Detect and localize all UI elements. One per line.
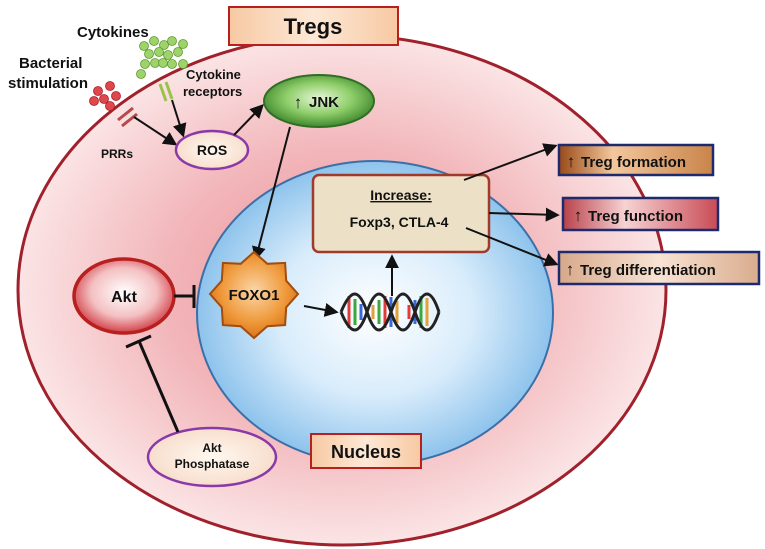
ros-label: ROS	[197, 142, 227, 158]
bacteria-molecules	[89, 81, 121, 111]
outcome-differentiation-arrow: ↑	[566, 260, 575, 279]
outcome-formation-arrow: ↑	[567, 152, 576, 171]
nucleus-label: Nucleus	[331, 442, 401, 462]
nucleus-label-box	[310, 433, 422, 469]
arrow-to-treg-function	[488, 207, 560, 222]
arrow-cytokine-to-ros	[171, 99, 187, 138]
arrow-ros-to-jnk	[233, 103, 264, 136]
foxo1-label: FOXO1	[229, 287, 280, 304]
tregs-title-box	[228, 6, 399, 46]
prr-receptor	[117, 106, 138, 128]
inhibit-phosphatase-to-akt-bar	[125, 334, 152, 349]
cytokines-label: Cytokines	[77, 24, 149, 41]
arrow-to-treg-formation	[463, 143, 558, 181]
akt-label: Akt	[111, 289, 137, 306]
arrow-prr-to-ros	[133, 116, 178, 146]
cytokine-receptor	[158, 81, 174, 102]
arrow-jnk-to-foxo1	[252, 126, 291, 261]
inhibit-phosphatase-to-akt	[137, 340, 180, 433]
cytokine-molecules	[136, 36, 188, 79]
ros-node	[174, 129, 250, 171]
bacterial-label-line2: stimulation	[8, 75, 88, 92]
jnk-node	[263, 74, 375, 128]
arrow-foxo1-to-dna	[303, 303, 339, 317]
increase-heading: Increase:	[370, 187, 431, 203]
outcome-function-label: Treg function	[588, 208, 683, 225]
jnk-up-arrow: ↑	[294, 93, 303, 112]
increase-genes: Foxp3, CTLA-4	[350, 214, 449, 230]
akt-phosphatase-node	[146, 426, 278, 488]
outcome-box-formation	[557, 143, 715, 177]
outcome-formation-label: Treg formation	[581, 154, 686, 171]
cytokine-receptors-label-line1: Cytokine	[186, 67, 241, 82]
phosphatase-label-line1: Akt	[202, 441, 221, 455]
arrow-to-treg-differentiation	[465, 227, 559, 267]
dna-helix-icon	[339, 292, 441, 332]
outcome-box-function	[561, 196, 720, 232]
foxo1-node	[208, 250, 300, 340]
prrs-label: PRRs	[101, 147, 133, 161]
outcome-function-arrow: ↑	[574, 206, 583, 225]
outcome-box-differentiation	[557, 250, 761, 286]
bacterial-label-line1: Bacterial	[19, 55, 82, 72]
tregs-title: Tregs	[284, 14, 343, 39]
cytokine-receptors-label-line2: receptors	[183, 84, 242, 99]
phosphatase-label-line2: Phosphatase	[175, 457, 250, 471]
jnk-label: JNK	[309, 94, 339, 111]
outcome-differentiation-label: Treg differentiation	[580, 262, 716, 279]
